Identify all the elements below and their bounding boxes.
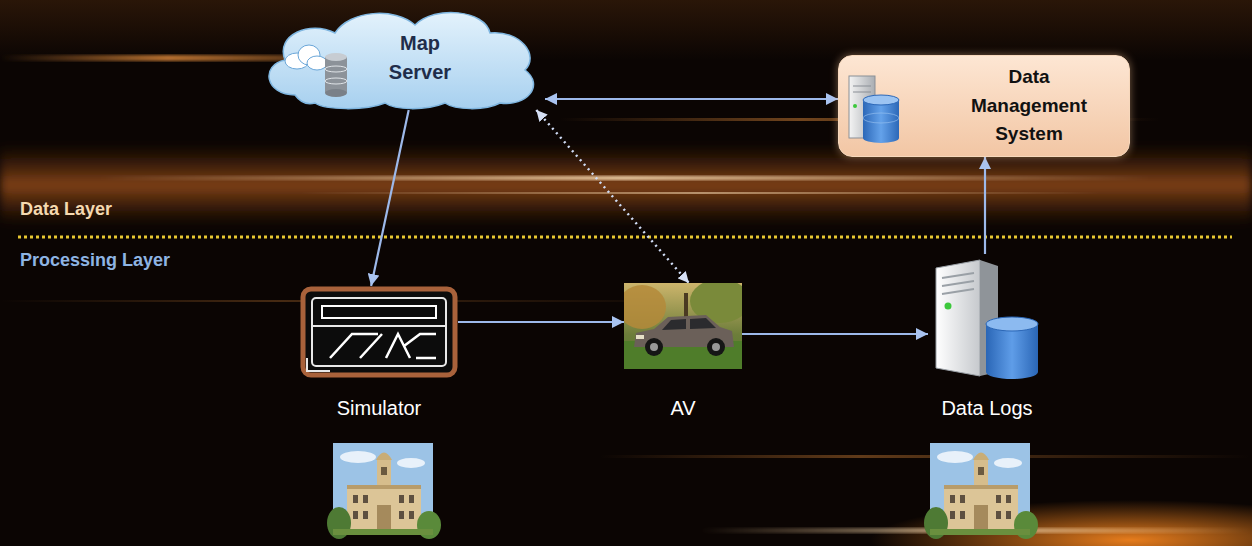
background-part — [0, 145, 1252, 225]
cloud-server: Map Server — [255, 5, 545, 110]
cloud-shape-part — [325, 66, 347, 72]
data-box: Data Management System — [838, 55, 1130, 157]
background-part — [300, 192, 1100, 194]
sim-icon-part — [312, 298, 446, 366]
server-node: Data Logs — [928, 254, 1046, 420]
car-icon-part — [650, 343, 658, 351]
layer-label: Processing Layer — [20, 250, 170, 271]
layer-label: Data Layer — [20, 199, 112, 220]
flow-arrow — [458, 321, 624, 323]
dotted-link — [536, 110, 689, 283]
node-label: Map Server — [370, 29, 470, 87]
srv-icon-part — [986, 317, 1038, 331]
car-icon-part — [712, 343, 720, 351]
sim-icon-part — [303, 289, 455, 375]
label-holder: Data Layer — [20, 199, 112, 220]
srv-icon-part — [942, 289, 974, 294]
srv-icon-part — [942, 273, 974, 278]
node-label: Data Logs — [941, 396, 1032, 420]
sim-icon-part — [312, 325, 446, 327]
cloud-shape-part — [325, 89, 347, 97]
srv-icon — [928, 254, 1046, 382]
car-icon-part — [645, 338, 663, 356]
text-group: Data Management System — [959, 63, 1099, 149]
sim-icon-part — [322, 306, 436, 318]
database-icon-part — [863, 133, 899, 143]
car-icon-part — [662, 319, 686, 330]
database-icon-part — [863, 113, 899, 123]
database-icon-part — [863, 95, 899, 105]
flow-arrow — [742, 333, 928, 335]
background-part — [600, 455, 1250, 458]
text-group: AV — [670, 396, 695, 420]
database-icon-part — [853, 92, 871, 93]
node-label: Data Management System — [959, 63, 1099, 149]
sim-icon-part — [330, 334, 436, 358]
sim-icon-part — [307, 358, 330, 371]
database-icon — [845, 72, 905, 146]
node-label: AV — [670, 396, 695, 420]
cloud-shape — [255, 5, 545, 110]
cloud-shape-part — [307, 56, 327, 70]
text-group: Map Server — [370, 29, 470, 87]
car-icon — [624, 283, 742, 369]
layer-divider — [18, 236, 1232, 239]
label-holder: Processing Layer — [20, 250, 170, 271]
cloud-shape-part — [269, 13, 534, 109]
campus-photo — [924, 443, 1038, 539]
campus-photo — [327, 443, 441, 539]
srv-icon-part — [942, 281, 974, 286]
car-icon-part — [707, 338, 725, 356]
database-icon-part — [853, 86, 871, 87]
node-label: Simulator — [337, 396, 421, 420]
cloud-shape-part — [325, 57, 347, 93]
car-icon-part — [690, 318, 716, 329]
car-icon-part — [636, 335, 644, 339]
text-group: Data Logs — [941, 396, 1032, 420]
flow-arrow — [545, 98, 838, 100]
srv-icon-part — [986, 365, 1038, 379]
background-part — [100, 176, 1150, 180]
database-icon-part — [853, 104, 857, 108]
database-icon-part — [863, 100, 899, 138]
car-icon-part — [624, 285, 666, 329]
sim-icon — [300, 286, 458, 378]
cloud-shape-part — [325, 78, 347, 84]
simulator-node: Simulator — [300, 286, 458, 420]
flow-arrow — [371, 110, 409, 286]
vehicle-node: AV — [624, 283, 742, 420]
flow-arrow — [984, 157, 986, 254]
background-part — [0, 0, 1252, 60]
srv-icon-part — [936, 260, 980, 376]
text-group: Simulator — [337, 396, 421, 420]
srv-icon-part — [945, 303, 952, 310]
cloud-shape-part — [325, 53, 347, 61]
